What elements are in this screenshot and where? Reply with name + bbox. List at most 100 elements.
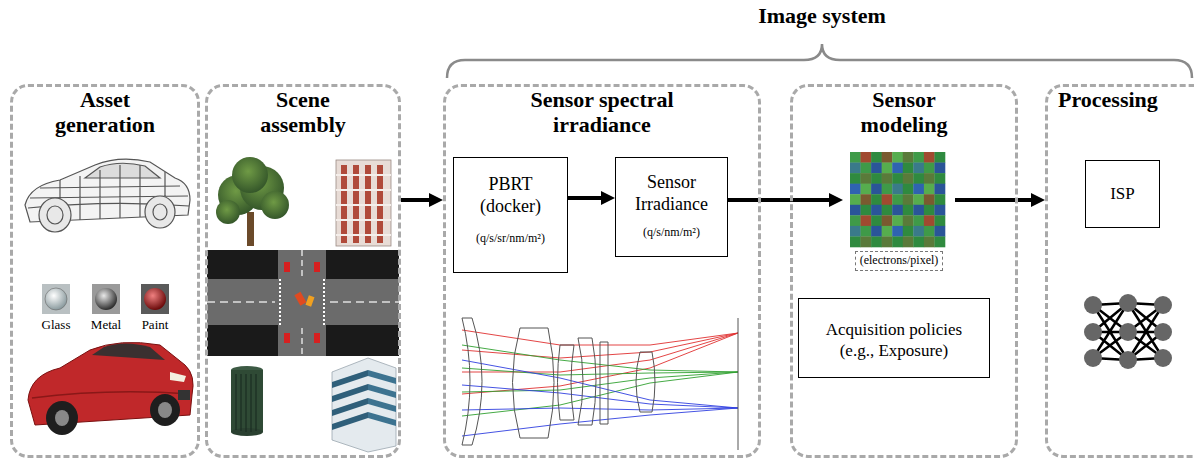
wireframe-car-part	[153, 204, 167, 220]
mosaic-cell	[913, 215, 924, 226]
mosaic-cell	[882, 226, 893, 237]
tree-part	[216, 200, 240, 224]
policy-box: Acquisition policies(e.g., Exposure)	[798, 298, 990, 378]
mosaic-cell	[871, 205, 882, 216]
mosaic-cell	[903, 205, 914, 216]
mosaic-cell	[861, 215, 872, 226]
mosaic-cell	[871, 194, 882, 205]
mosaic-cell	[924, 152, 935, 163]
mosaic-cell	[934, 163, 945, 174]
mosaic-cell	[934, 226, 945, 237]
mosaic-cell	[892, 226, 903, 237]
mosaic-cell	[934, 152, 945, 163]
mosaic-cell	[882, 215, 893, 226]
material-samples-part	[95, 288, 117, 310]
neural-network-icon-part-part	[1154, 349, 1172, 367]
flow-arrow	[401, 198, 435, 202]
lens-diagram-part-part	[558, 345, 575, 420]
office-building-part	[332, 358, 396, 452]
mosaic-cell	[913, 194, 924, 205]
rendered-car-part	[170, 372, 186, 382]
material-samples-part	[141, 284, 169, 314]
mosaic-cell	[861, 152, 872, 163]
mosaic-cell	[882, 184, 893, 195]
mosaic-cell	[871, 173, 882, 184]
neural-network-icon-part-part	[1154, 323, 1172, 341]
intersection-part	[207, 250, 399, 356]
office-building-part	[332, 370, 368, 430]
mosaic-cell	[924, 226, 935, 237]
panel-heading: Sensor spectral irradiance	[502, 87, 702, 138]
mosaic-cell	[913, 163, 924, 174]
stage-panel: Asset generation	[10, 84, 200, 458]
intersection-part	[314, 333, 320, 343]
trash-can-part	[231, 370, 263, 432]
mosaic-cell	[913, 205, 924, 216]
neural-network-icon-part-part	[1084, 296, 1102, 314]
sensor-mosaic	[850, 152, 945, 247]
rendered-car-part	[55, 410, 69, 426]
mosaic-cell	[871, 163, 882, 174]
mosaic-cell	[871, 226, 882, 237]
material-samples-part	[144, 288, 166, 310]
intersection-part	[278, 250, 326, 356]
mosaic-cell	[892, 194, 903, 205]
neural-network-icon-part-part	[1119, 323, 1137, 341]
mosaic-cell	[861, 194, 872, 205]
mosaic-cell	[871, 236, 882, 247]
intersection	[207, 250, 399, 356]
mosaic-cell	[871, 152, 882, 163]
mosaic-cell	[934, 236, 945, 247]
intersection-part	[280, 279, 324, 325]
neural-network-icon-part-part	[1084, 323, 1102, 341]
process-box: PBRT (docker)(q/s/sr/nm/m²)	[453, 157, 568, 273]
lens-diagram-part	[462, 318, 738, 450]
mosaic-cell	[850, 226, 861, 237]
mosaic-cell	[903, 236, 914, 247]
mosaic-cell	[861, 184, 872, 195]
unit-label: (q/s/sr/nm/m²)	[476, 231, 545, 245]
mosaic-cell	[903, 163, 914, 174]
lens-diagram-part-part	[738, 318, 739, 450]
material-samples-part	[92, 284, 120, 314]
mosaic-cell	[924, 184, 935, 195]
mosaic-cell	[892, 163, 903, 174]
building	[336, 160, 391, 246]
lens-diagram	[462, 318, 738, 450]
intersection-part	[294, 292, 306, 306]
tree	[216, 157, 289, 246]
mosaic-cell	[850, 163, 861, 174]
rendered-car-part	[46, 401, 78, 435]
stage-panel: Sensor spectral irradiancePBRT (docker)(…	[443, 84, 761, 458]
material-label: Metal	[91, 317, 121, 333]
mosaic-cell	[924, 236, 935, 247]
lens-diagram-part-part	[600, 342, 608, 424]
mosaic-cell	[850, 205, 861, 216]
mosaic-cell	[882, 163, 893, 174]
material-samples-part	[45, 288, 67, 310]
intersection-part	[284, 333, 290, 343]
mosaic-cell	[850, 194, 861, 205]
mosaic-cell	[934, 205, 945, 216]
mosaic-cell	[871, 184, 882, 195]
stage-panel: Sensor modeling(electrons/pixel)Acquisit…	[790, 84, 1018, 458]
mosaic-cell	[892, 215, 903, 226]
mosaic-cell	[882, 194, 893, 205]
mosaic-cell	[892, 173, 903, 184]
material-label: Glass	[42, 317, 71, 333]
office-building-part	[368, 370, 396, 426]
neural-network-icon-part-part	[1119, 294, 1137, 312]
mosaic-cell	[882, 152, 893, 163]
mosaic-cell	[913, 184, 924, 195]
mosaic-cell	[924, 163, 935, 174]
panel-heading: Processing	[1058, 87, 1194, 112]
sensor-mosaic-node: (electrons/pixel)	[843, 150, 955, 271]
mosaic-cell	[850, 215, 861, 226]
mosaic-cell	[861, 226, 872, 237]
intersection-part	[284, 262, 290, 272]
mosaic-cell	[892, 184, 903, 195]
rendered-car-part	[150, 394, 180, 426]
mosaic-cell	[924, 173, 935, 184]
trash-can-part	[236, 374, 256, 432]
mosaic-cell	[850, 184, 861, 195]
